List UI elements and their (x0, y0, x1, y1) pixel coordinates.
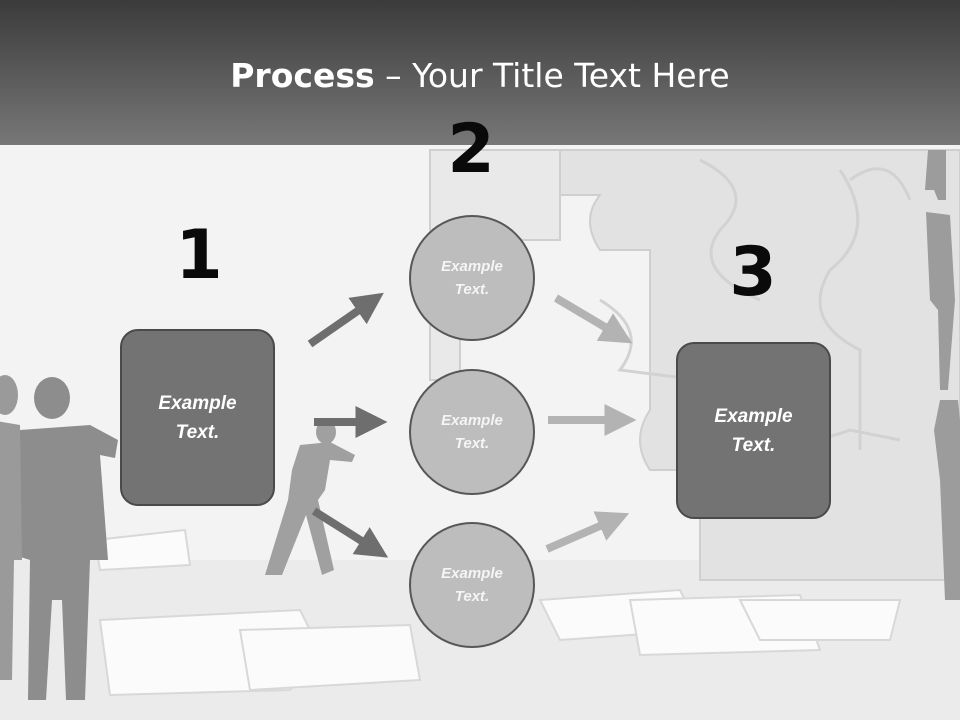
step-3-box: Example Text. (676, 342, 831, 519)
step-2-circle-bottom: Example Text. (409, 522, 535, 648)
title-rest: – Your Title Text Here (374, 56, 730, 95)
step-number-3: 3 (729, 233, 777, 312)
arrow-to-circle-3 (311, 507, 389, 558)
arrow-to-circle-1 (307, 292, 384, 348)
title-bold: Process (230, 56, 375, 95)
arrow-from-circle-3 (545, 511, 630, 553)
step-1-box: Example Text. (120, 329, 275, 506)
step-2-circle-middle: Example Text. (409, 369, 535, 495)
title-bar (0, 0, 960, 145)
step-number-2: 2 (447, 110, 495, 189)
step-number-1: 1 (175, 216, 223, 295)
arrow-from-circle-1 (553, 294, 633, 344)
slide-title: Process – Your Title Text Here (0, 56, 960, 95)
step-2-circle-top: Example Text. (409, 215, 535, 341)
